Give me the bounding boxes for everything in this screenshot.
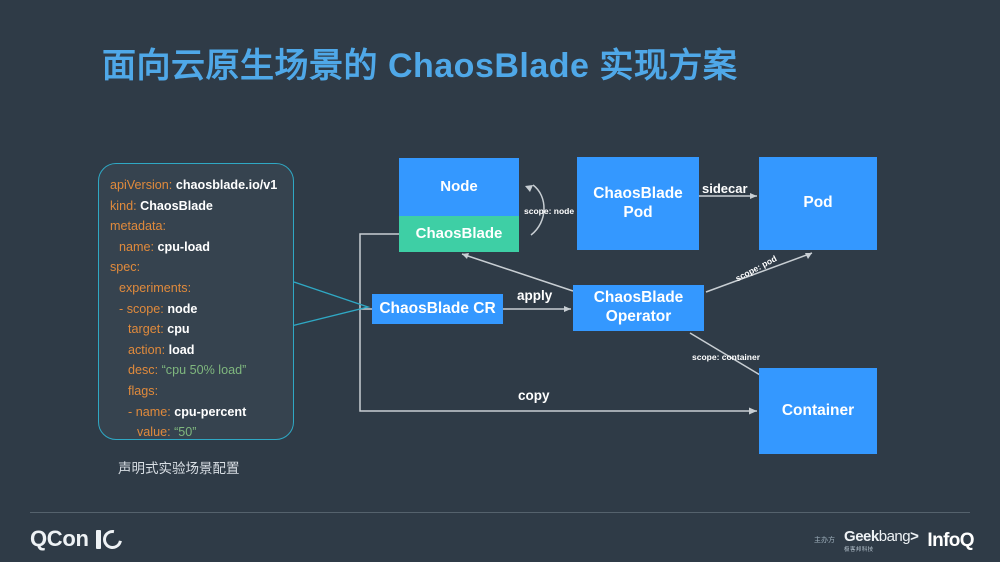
yaml-line: - name: cpu-percent [110, 402, 340, 423]
yaml-value: node [167, 301, 198, 316]
yaml-key: action: [128, 342, 166, 357]
edge-label-scope-node: scope: node [524, 206, 575, 216]
yaml-line: metadata: [110, 216, 340, 237]
yaml-line: kind: ChaosBlade [110, 196, 340, 217]
yaml-value: cpu-load [157, 239, 210, 254]
yaml-line: spec: [110, 257, 340, 278]
geekbang-wordmark: Geekbang> [844, 528, 919, 545]
yaml-key: flags: [128, 383, 159, 398]
yaml-key: name: [119, 239, 155, 254]
yaml-caption: 声明式实验场景配置 [118, 461, 240, 476]
pod-box[interactable]: Pod [759, 157, 877, 250]
yaml-line: desc: “cpu 50% load” [110, 360, 340, 381]
container-box[interactable]: Container [759, 368, 877, 454]
yaml-line: experiments: [110, 278, 340, 299]
yaml-key: - scope: [119, 301, 164, 316]
yaml-line: apiVersion: chaosblade.io/v1 [110, 175, 340, 196]
edge-label-apply: apply [517, 288, 553, 303]
edge-label-sidecar: sidecar [702, 181, 748, 196]
yaml-line: value: “50” [110, 422, 340, 443]
yaml-value: chaosblade.io/v1 [175, 178, 278, 192]
geekbang-light: bang [878, 528, 911, 545]
yaml-key: kind: [110, 198, 137, 213]
qcon-circle-icon [95, 525, 126, 553]
yaml-key: desc: [128, 363, 159, 378]
chaosblade-cr-box[interactable]: ChaosBlade CR [372, 294, 503, 324]
geekbang-bold: Geek [844, 528, 879, 545]
yaml-value: “cpu 50% load” [161, 363, 247, 378]
yaml-value: ChaosBlade [140, 198, 213, 213]
qcon-ring-icon [98, 525, 126, 553]
yaml-key: metadata: [110, 219, 167, 234]
yaml-line: target: cpu [110, 319, 340, 340]
yaml-key: - name: [128, 404, 171, 419]
yaml-value: cpu-percent [174, 404, 247, 419]
yaml-key: experiments: [119, 280, 192, 295]
geekbang-logo: Geekbang> 极客邦科技 [844, 528, 919, 553]
edge-label-scope-container: scope: container [692, 352, 761, 362]
yaml-value: cpu [167, 322, 190, 337]
yaml-line: - scope: node [110, 299, 340, 320]
yaml-key: spec: [110, 260, 141, 275]
yaml-value: “50” [174, 425, 197, 440]
yaml-key: apiVersion: [110, 178, 173, 192]
yaml-callout-panel [98, 163, 294, 440]
qcon-wordmark: QCon [30, 526, 89, 551]
qcon-bar-icon [95, 529, 101, 549]
footer-divider [30, 512, 970, 513]
yaml-value: load [168, 342, 195, 357]
chaosblade-box[interactable]: ChaosBlade [399, 216, 519, 252]
sponsor-prefix-label: 主办方 [814, 536, 836, 544]
yaml-key: target: [128, 322, 164, 337]
yaml-key: value: [137, 425, 171, 440]
geekbang-subtitle: 极客邦科技 [844, 547, 874, 553]
page-title: 面向云原生场景的 ChaosBlade 实现方案 [102, 47, 738, 85]
qcon-logo: QCon [30, 525, 126, 553]
sponsor-logos: 主办方 Geekbang> 极客邦科技 InfoQ [814, 528, 975, 553]
yaml-line: name: cpu-load [110, 237, 340, 258]
yaml-line: flags: [110, 381, 340, 402]
yaml-line: action: load [110, 340, 340, 361]
node-box[interactable]: Node [399, 158, 519, 216]
infoq-wordmark: InfoQ [927, 529, 974, 551]
edge-label-copy: copy [518, 388, 550, 403]
